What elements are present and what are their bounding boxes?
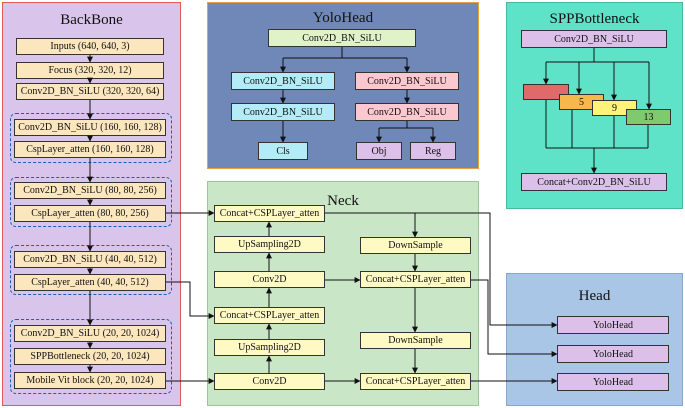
backbone-title: BackBone — [60, 12, 123, 28]
backbone-stage-20 — [10, 319, 172, 394]
backbone-stage-40 — [10, 245, 172, 295]
backbone-stage-160 — [10, 113, 172, 163]
arrow-bb-p4-to-neck — [166, 281, 215, 319]
yolohead-top-conv: Conv2D_BN_SiLU — [268, 29, 416, 47]
backbone-block-inputs: Inputs (640, 640, 3) — [16, 38, 164, 55]
arrow-neck-to-head-p4 — [471, 279, 558, 357]
yolohead-title: YoloHead — [312, 10, 374, 26]
head-title: Head — [578, 288, 611, 304]
head-yolohead-p4: YoloHead — [557, 345, 669, 363]
spp-title: SPPBottleneck — [549, 11, 640, 27]
neck-conv-2: Conv2D — [214, 373, 325, 390]
spp-top-conv: Conv2D_BN_SiLU — [521, 30, 667, 48]
neck-title: Neck — [327, 193, 359, 209]
arrow-neck-to-head-p3 — [325, 212, 558, 328]
arrow-neck-p3-down — [325, 212, 418, 238]
